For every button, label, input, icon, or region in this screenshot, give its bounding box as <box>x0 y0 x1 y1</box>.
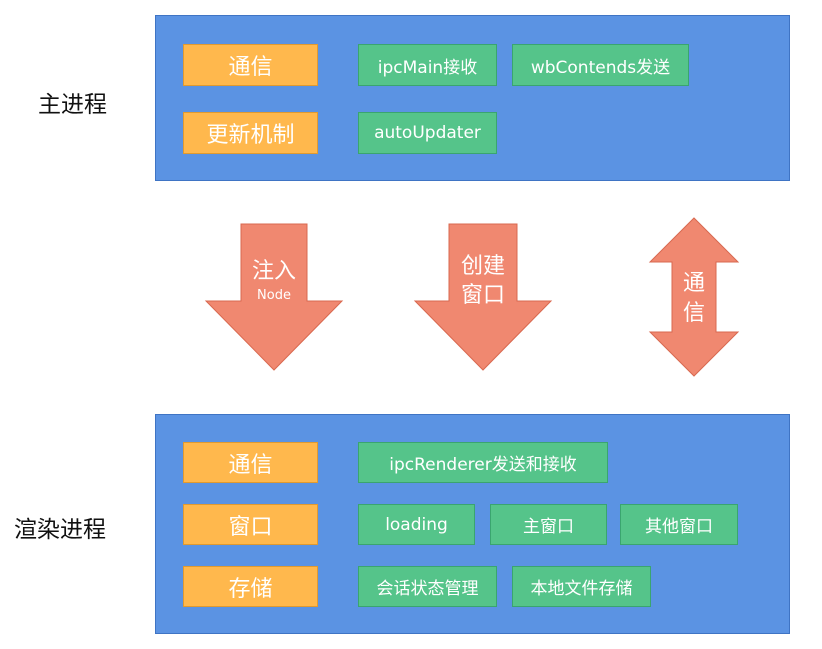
render-item-session-state: 会话状态管理 <box>358 566 497 607</box>
create-window-arrow-line1: 创建 <box>461 254 505 279</box>
communicate-double-arrow: 通 信 <box>648 217 740 377</box>
main-process-panel: 通信 ipcMain接收 wbContends发送 更新机制 autoUpdat… <box>155 15 790 181</box>
render-item-local-file-storage: 本地文件存储 <box>512 566 651 607</box>
communicate-arrow-line2: 信 <box>683 301 705 326</box>
create-window-arrow-line2: 窗口 <box>461 283 505 308</box>
main-item-ipcmain: ipcMain接收 <box>358 44 497 86</box>
inject-arrow-shape <box>204 223 344 371</box>
inject-arrow-label: 注入 <box>252 259 296 284</box>
main-update-category: 更新机制 <box>183 112 318 154</box>
render-item-loading: loading <box>358 504 475 545</box>
render-storage-category: 存储 <box>183 566 318 607</box>
main-item-webcontents: wbContends发送 <box>512 44 689 86</box>
main-communication-category: 通信 <box>183 44 318 86</box>
main-item-autoupdater: autoUpdater <box>358 112 497 154</box>
render-item-main-window: 主窗口 <box>490 504 607 545</box>
communicate-arrow-shape <box>648 217 740 377</box>
inject-node-arrow: 注入 Node <box>204 223 344 371</box>
render-item-other-windows: 其他窗口 <box>620 504 738 545</box>
communicate-arrow-line1: 通 <box>683 271 705 296</box>
create-window-arrow: 创建 窗口 <box>413 223 553 371</box>
render-process-label: 渲染进程 <box>14 517 106 543</box>
render-window-category: 窗口 <box>183 504 318 545</box>
render-communication-category: 通信 <box>183 442 318 483</box>
render-process-panel: 通信 ipcRenderer发送和接收 窗口 loading 主窗口 其他窗口 … <box>155 414 790 634</box>
render-item-ipcrenderer: ipcRenderer发送和接收 <box>358 442 608 483</box>
create-window-arrow-shape <box>413 223 553 371</box>
main-process-label: 主进程 <box>38 92 107 118</box>
inject-arrow-sub: Node <box>257 288 291 303</box>
